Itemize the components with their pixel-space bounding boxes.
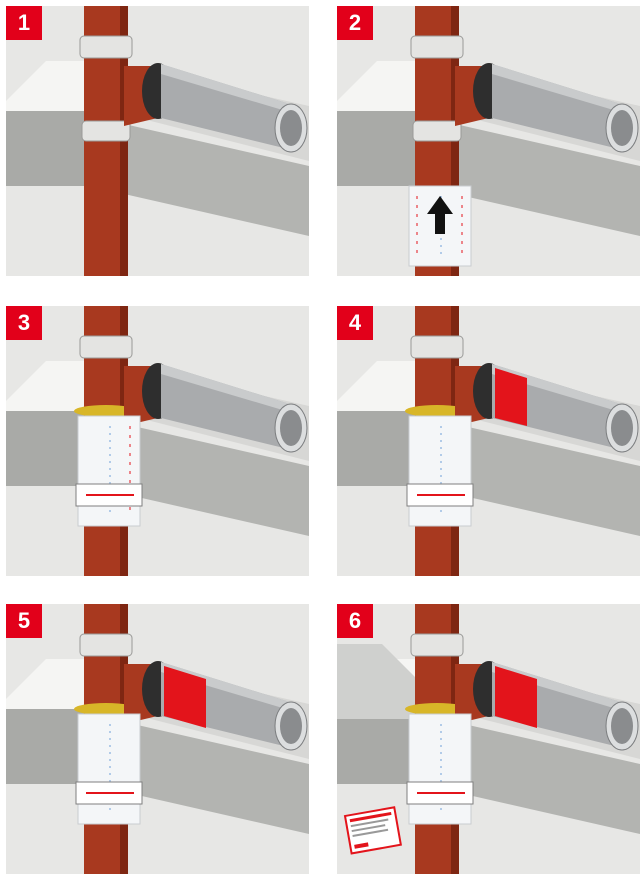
fire-wrap-sleeve (78, 714, 140, 824)
identification-label (345, 807, 401, 853)
pipe-coupling (82, 121, 130, 141)
step-number-badge: 3 (6, 306, 42, 340)
step-number-badge: 4 (337, 306, 373, 340)
step-1-illustration (6, 6, 309, 276)
step-panel-6: 6 (337, 604, 640, 874)
fire-wrap-sleeve (409, 714, 471, 824)
step-3-illustration (6, 306, 309, 576)
fire-collar-wrap (495, 368, 527, 426)
pipe-coupling (80, 36, 132, 58)
step-panel-1: 1 (6, 6, 309, 276)
fire-wrap-sleeve (409, 416, 471, 526)
step-5-illustration (6, 604, 309, 874)
step-4-illustration (337, 306, 640, 576)
step-number-badge: 2 (337, 6, 373, 40)
step-6-illustration (337, 604, 640, 874)
step-number-badge: 5 (6, 604, 42, 638)
fire-wrap-sleeve (78, 416, 140, 526)
step-panel-3: 3 (6, 306, 309, 576)
step-panel-2: 2 (337, 6, 640, 276)
step-panel-5: 5 (6, 604, 309, 874)
step-2-illustration (337, 6, 640, 276)
step-number-badge: 6 (337, 604, 373, 638)
step-number-badge: 1 (6, 6, 42, 40)
step-panel-4: 4 (337, 306, 640, 576)
